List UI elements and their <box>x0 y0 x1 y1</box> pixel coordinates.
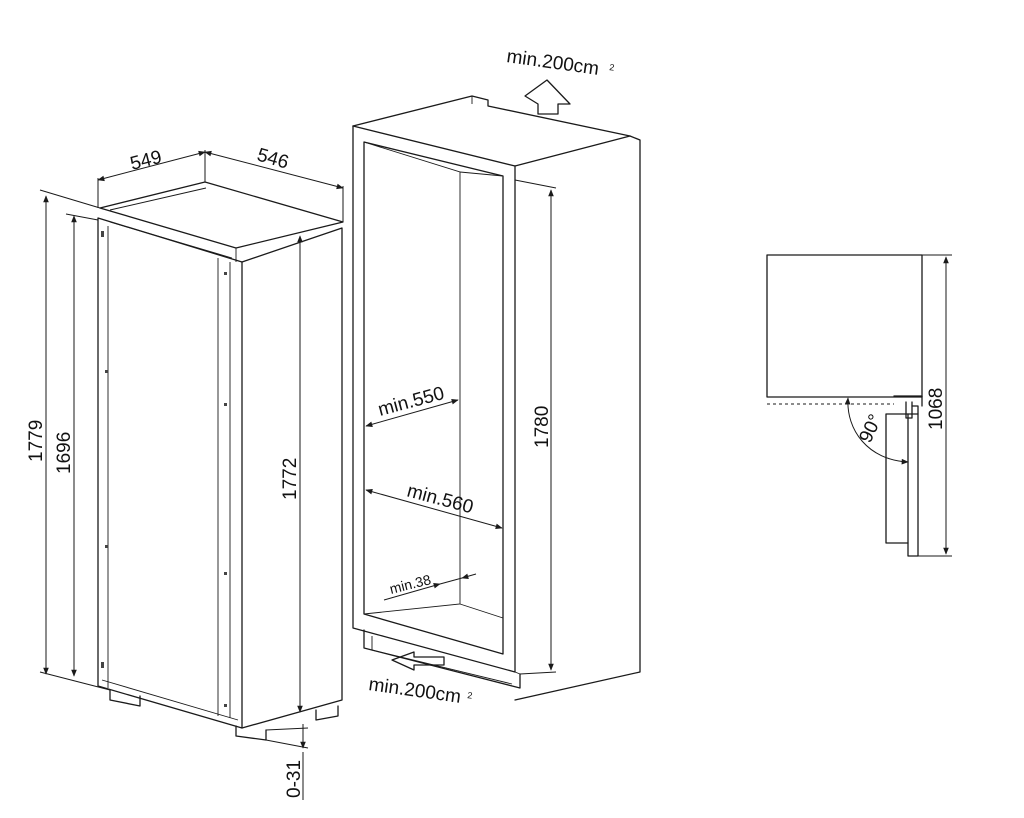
appliance-dimensions <box>39 150 344 800</box>
body-height-label: 1772 <box>280 458 301 500</box>
ventilation-bottom-label: min.200cm <box>367 674 462 708</box>
niche-height-label: 1780 <box>532 406 553 448</box>
niche-drawing <box>352 95 641 701</box>
door-swing-height-label: 1068 <box>926 388 947 430</box>
door-height-label: 1696 <box>54 432 75 474</box>
ventilation-top-unit: 2 <box>609 62 615 73</box>
ventilation-bottom-arrow <box>391 651 445 671</box>
niche-width-label: min.560 <box>405 481 476 519</box>
niche-dimensions <box>365 179 557 675</box>
ventilation-bottom-unit: 2 <box>467 690 473 701</box>
appliance-width-label: 549 <box>128 147 164 175</box>
niche-depth-label: min.550 <box>376 383 447 421</box>
overall-height-label: 1779 <box>26 420 47 462</box>
appliance-drawing <box>97 181 344 741</box>
ventilation-top-arrow <box>524 79 571 115</box>
appliance-depth-label: 546 <box>255 145 291 174</box>
door-swing-drawing <box>766 254 952 557</box>
feet-adjust-label: 0-31 <box>284 760 305 798</box>
door-angle-label: 90° <box>855 411 886 446</box>
plinth-min-label: min.38 <box>388 571 433 597</box>
ventilation-top-label: min.200cm <box>505 46 600 80</box>
